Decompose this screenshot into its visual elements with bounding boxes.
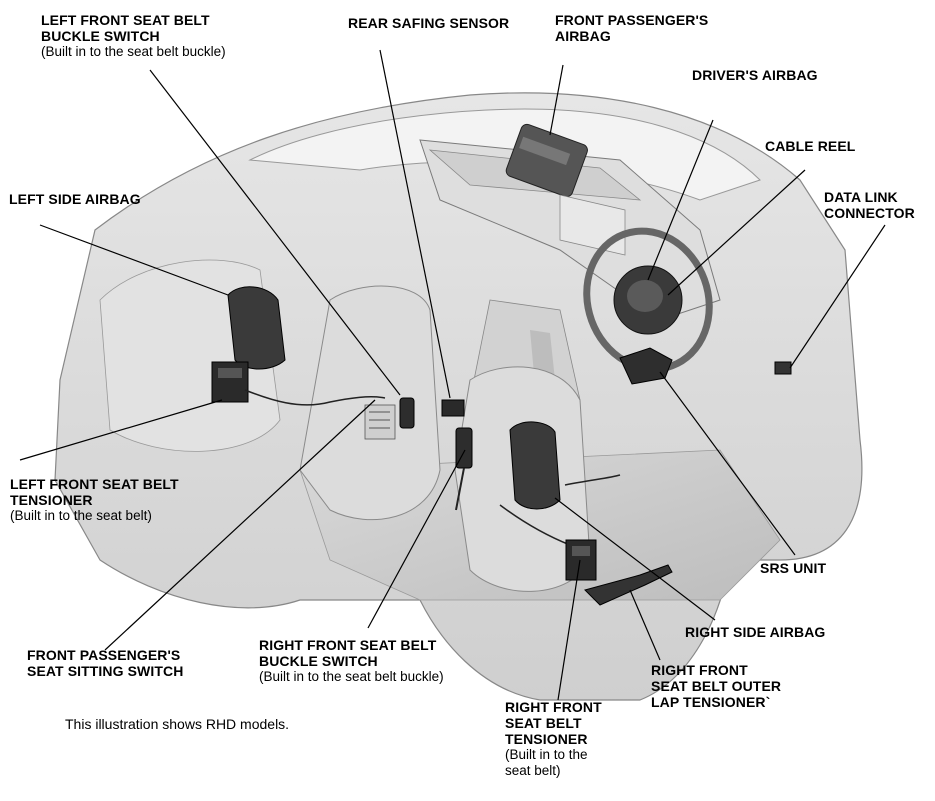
label-title: AIRBAG: [555, 28, 611, 44]
label-right-side-airbag: RIGHT SIDE AIRBAG: [685, 624, 825, 640]
left-side-airbag-part: [227, 286, 286, 370]
label-cable-reel: CABLE REEL: [765, 138, 855, 154]
label-subtitle: (Built in to the: [505, 747, 588, 762]
label-rear-safing-sensor: REAR SAFING SENSOR: [348, 15, 509, 31]
left-front-tensioner-part: [211, 361, 386, 406]
label-left-front-seat-belt-tensioner: LEFT FRONT SEAT BELT TENSIONER (Built in…: [10, 476, 179, 524]
label-front-passenger-airbag: FRONT PASSENGER'S AIRBAG: [555, 12, 708, 44]
label-title: LEFT SIDE AIRBAG: [9, 191, 141, 207]
label-drivers-airbag: DRIVER'S AIRBAG: [692, 67, 818, 83]
label-left-front-buckle-switch: LEFT FRONT SEAT BELT BUCKLE SWITCH (Buil…: [41, 12, 226, 60]
label-left-side-airbag: LEFT SIDE AIRBAG: [9, 191, 141, 207]
label-title: FRONT PASSENGER'S: [27, 647, 181, 663]
label-title: RIGHT FRONT: [505, 699, 602, 715]
label-title: DRIVER'S AIRBAG: [692, 67, 818, 83]
label-subtitle: (Built in to the seat belt): [10, 508, 152, 523]
right-outer-lap-tensioner-part: [584, 564, 673, 606]
label-title: SEAT SITTING SWITCH: [27, 663, 184, 679]
label-title: TENSIONER: [505, 731, 588, 747]
label-right-front-seat-belt-tensioner: RIGHT FRONT SEAT BELT TENSIONER (Built i…: [505, 699, 602, 779]
right-front-tensioner-part: [565, 539, 597, 581]
label-title: DATA LINK: [824, 189, 898, 205]
label-subtitle: seat belt): [505, 763, 561, 778]
right-side-airbag-part: [499, 421, 621, 546]
label-front-passenger-seat-sitting-switch: FRONT PASSENGER'S SEAT SITTING SWITCH: [27, 647, 183, 679]
data-link-connector-part: [774, 361, 792, 375]
steering-wheel: [583, 227, 713, 373]
label-srs-unit: SRS UNIT: [760, 560, 826, 576]
label-title: SEAT BELT: [505, 715, 582, 731]
leader-lines: [19, 49, 886, 701]
label-title: LEFT FRONT SEAT BELT: [41, 12, 210, 28]
label-title: REAR SAFING SENSOR: [348, 15, 510, 31]
label-title: TENSIONER: [10, 492, 93, 508]
rear-safing-sensor-part: [441, 399, 465, 417]
label-subtitle: (Built in to the seat belt buckle): [259, 669, 444, 684]
label-title: FRONT PASSENGER'S: [555, 12, 709, 28]
label-right-front-outer-lap-tensioner: RIGHT FRONT SEAT BELT OUTER LAP TENSIONE…: [651, 662, 781, 710]
label-title: RIGHT FRONT SEAT BELT: [259, 637, 437, 653]
label-title: CABLE REEL: [765, 138, 856, 154]
label-title: BUCKLE SWITCH: [41, 28, 160, 44]
label-title: LEFT FRONT SEAT BELT: [10, 476, 179, 492]
label-title: SEAT BELT OUTER: [651, 678, 782, 694]
illustration-note: This illustration shows RHD models.: [65, 716, 290, 732]
label-subtitle: (Built in to the seat belt buckle): [41, 44, 226, 59]
left-buckle-part: [364, 397, 415, 440]
label-data-link-connector: DATA LINK CONNECTOR: [824, 189, 915, 221]
label-title: RIGHT SIDE AIRBAG: [685, 624, 826, 640]
label-right-front-buckle-switch: RIGHT FRONT SEAT BELT BUCKLE SWITCH (Bui…: [259, 637, 444, 685]
label-title: LAP TENSIONER`: [651, 694, 771, 710]
label-title: BUCKLE SWITCH: [259, 653, 378, 669]
label-title: RIGHT FRONT: [651, 662, 748, 678]
label-title: SRS UNIT: [760, 560, 827, 576]
srs-unit-part: [619, 347, 673, 385]
label-title: CONNECTOR: [824, 205, 915, 221]
